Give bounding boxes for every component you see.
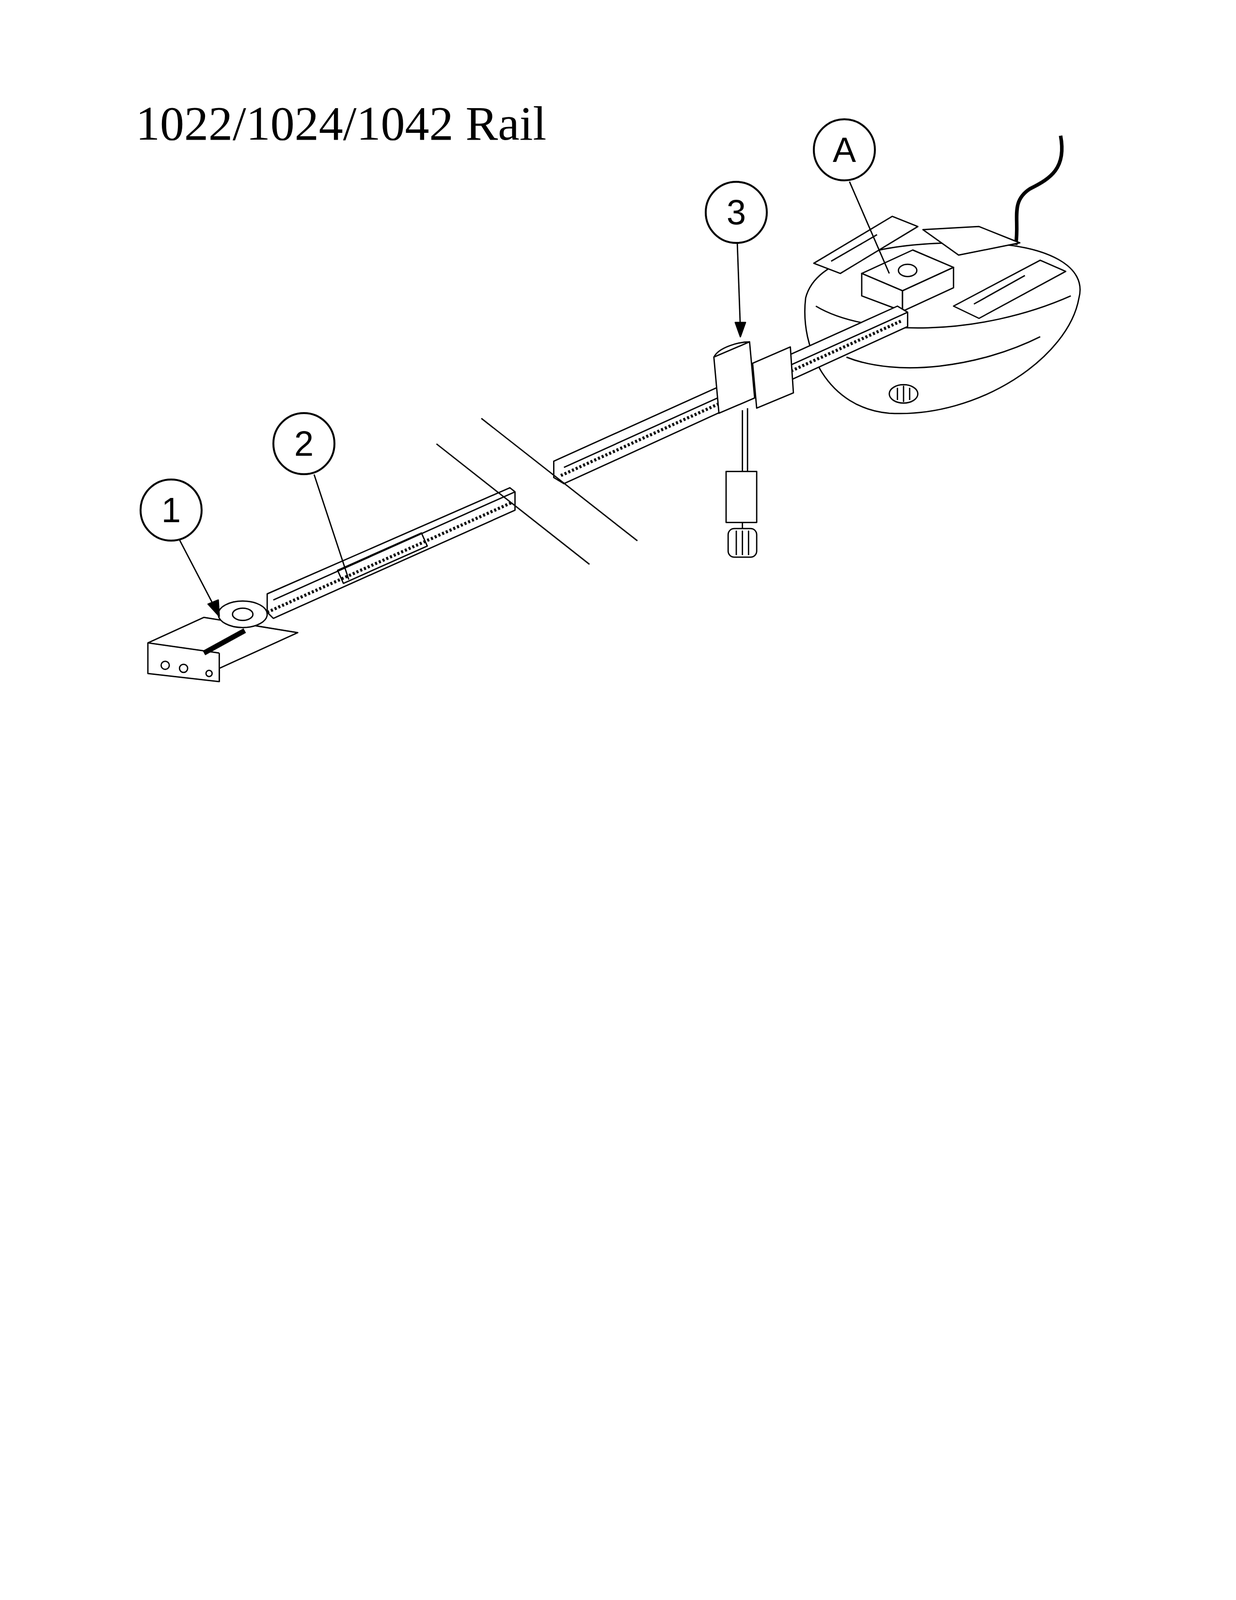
break-line (481, 418, 638, 541)
rail-front (267, 487, 515, 618)
plate-slot (831, 234, 878, 262)
rail-edge (273, 491, 516, 600)
warning-label (337, 532, 428, 584)
release-tag (726, 471, 757, 523)
callout-circle: 2 (272, 412, 336, 476)
callout-number: 1 (161, 492, 181, 528)
tension-screw (204, 630, 245, 653)
idler-hub (232, 607, 254, 620)
light-lens (889, 384, 919, 403)
bracket-hole (160, 661, 170, 670)
break-line (436, 443, 590, 564)
bracket-hole (898, 264, 918, 277)
header-bracket (861, 273, 903, 312)
housing-seam (815, 295, 1071, 328)
front-bracket (147, 617, 298, 682)
release-handle (728, 528, 757, 557)
mount-plate (953, 260, 1066, 319)
lens-rib (896, 387, 899, 400)
leader-line (314, 474, 349, 580)
trolley-top (713, 341, 750, 358)
trolley (752, 347, 794, 409)
callout-number: A (832, 132, 856, 168)
callout-circle: A (812, 118, 876, 182)
rail-edge (563, 312, 908, 468)
callout-circle: 3 (704, 180, 768, 244)
front-bracket (218, 652, 221, 682)
mount-plate (922, 226, 1020, 255)
plate-slot (973, 275, 1025, 304)
release-cord (741, 522, 744, 529)
callout-number: 3 (726, 194, 746, 230)
leader-line (179, 539, 217, 610)
leader-line (737, 243, 741, 329)
power-cord (1015, 135, 1062, 245)
bracket-hole (179, 664, 188, 673)
release-cord (746, 408, 749, 472)
bracket-hole (206, 670, 213, 677)
release-cord (741, 410, 744, 472)
leader-arrowhead (735, 322, 746, 337)
leader-line (849, 181, 890, 274)
header-bracket (902, 267, 954, 311)
lens-rib (903, 385, 905, 403)
callout-circle: 1 (139, 478, 203, 542)
lens-rib (908, 387, 911, 400)
callout-number: 2 (294, 426, 314, 461)
idler-sprocket (218, 601, 268, 628)
handle-rib (735, 530, 738, 555)
diagram-title: 1022/1024/1042 Rail (135, 96, 547, 151)
handle-rib (747, 530, 750, 555)
handle-rib (741, 530, 744, 555)
leader-arrowhead (207, 600, 220, 617)
chain (560, 320, 903, 476)
chain (267, 501, 513, 612)
rail-rear (553, 305, 908, 484)
trolley (713, 341, 755, 413)
